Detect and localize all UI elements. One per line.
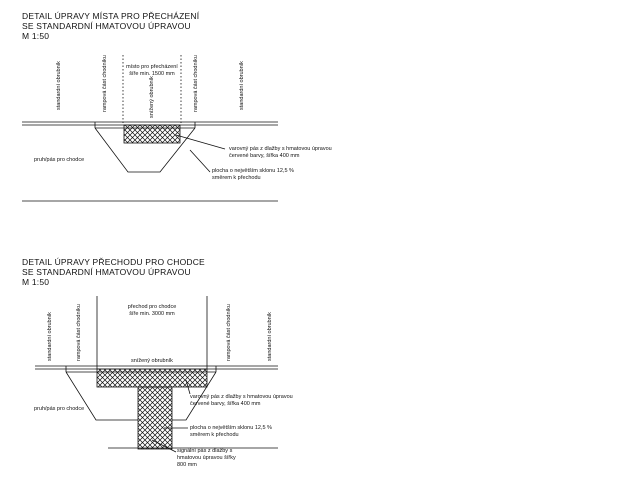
detail2-ramp-outline-right xyxy=(172,371,217,421)
detail2-label-lowered-curb: snížený obrubník xyxy=(131,358,173,364)
detail1-title-line1: DETAIL ÚPRAVY MÍSTA PRO PŘECHÁZENÍ xyxy=(22,11,200,21)
detail2-title: DETAIL ÚPRAVY PŘECHODU PRO CHODCE SE STA… xyxy=(22,257,205,287)
detail2-warning-strip xyxy=(96,368,208,388)
detail2-label-curb-left: standardní obrubník xyxy=(47,312,53,361)
detail2-signal-text-1: signální pás z dlažby s xyxy=(177,448,233,454)
detail2-signal-leader xyxy=(151,439,177,453)
detail2-title-line1: DETAIL ÚPRAVY PŘECHODU PRO CHODCE xyxy=(22,257,205,267)
detail2-warning-leader xyxy=(185,379,191,395)
detail1-sidewalk-label: pruh/pás pro chodce xyxy=(34,157,84,163)
detail1-ramp-outline xyxy=(94,127,196,173)
detail1-slope-text-1: plocha o největším sklonu 12,5 % xyxy=(212,168,294,174)
detail1-slope-text-2: směrem k přechodu xyxy=(212,175,261,181)
detail2-label-curb-right: standardní obrubník xyxy=(267,312,273,361)
detail2-label-ramp-left: rampová část chodníku xyxy=(76,304,82,361)
detail1-label-ramp-right: rampová část chodníku xyxy=(193,55,199,112)
detail1-warning-leader xyxy=(175,134,226,150)
detail1-crossing-label-1: místo pro přecházení xyxy=(126,64,178,70)
detail1-warning-text-2: červené barvy, šířka 400 mm xyxy=(229,153,300,159)
detail2-sidewalk-label: pruh/pás pro chodce xyxy=(34,406,84,412)
detail1-title-line2: SE STANDARDNÍ HMATOVOU ÚPRAVOU xyxy=(22,21,191,31)
detail2-crossing-label-2: šíře min. 3000 mm xyxy=(129,311,175,317)
detail1-label-curb-right: standardní obrubník xyxy=(239,61,245,110)
detail1-slope-leader xyxy=(189,149,211,173)
detail2-warning-text-1: varovný pás z dlažby s hmatovou úpravou xyxy=(190,394,293,400)
detail1-crossing-label-2: šíře min. 1500 mm xyxy=(129,71,175,77)
detail2-ramp-outline-left xyxy=(65,371,138,421)
detail2-scale: M 1:50 xyxy=(22,277,50,287)
detail1-label-ramp-left: rampová část chodníku xyxy=(102,55,108,112)
detail1-warning-strip xyxy=(123,124,181,144)
detail2-slope-text-2: směrem k přechodu xyxy=(190,432,239,438)
detail1-label-curb-left: standardní obrubník xyxy=(56,61,62,110)
detail2-crossing-label-1: přechod pro chodce xyxy=(128,304,177,310)
detail2-signal-text-2: hmatovou úpravou šířky xyxy=(177,455,236,461)
detail2-warning-text-2: červené barvy, šířka 400 mm xyxy=(190,401,261,407)
detail2-label-ramp-right: rampová část chodníku xyxy=(226,304,232,361)
detail1-warning-text-1: varovný pás z dlažby s hmatovou úpravou xyxy=(229,146,332,152)
detail1-label-lowered-curb: snížený obrubník xyxy=(149,76,155,118)
detail2-drawing xyxy=(35,296,278,453)
detail1-drawing xyxy=(22,55,278,202)
detail2-slope-text-1: plocha o největším sklonu 12,5 % xyxy=(190,425,272,431)
detail2-title-line2: SE STANDARDNÍ HMATOVOU ÚPRAVOU xyxy=(22,267,191,277)
detail2-signal-text-3: 800 mm xyxy=(177,462,197,468)
detail1-scale: M 1:50 xyxy=(22,31,50,41)
detail2-signal-strip xyxy=(137,386,173,450)
detail1-title: DETAIL ÚPRAVY MÍSTA PRO PŘECHÁZENÍ SE ST… xyxy=(22,11,199,41)
